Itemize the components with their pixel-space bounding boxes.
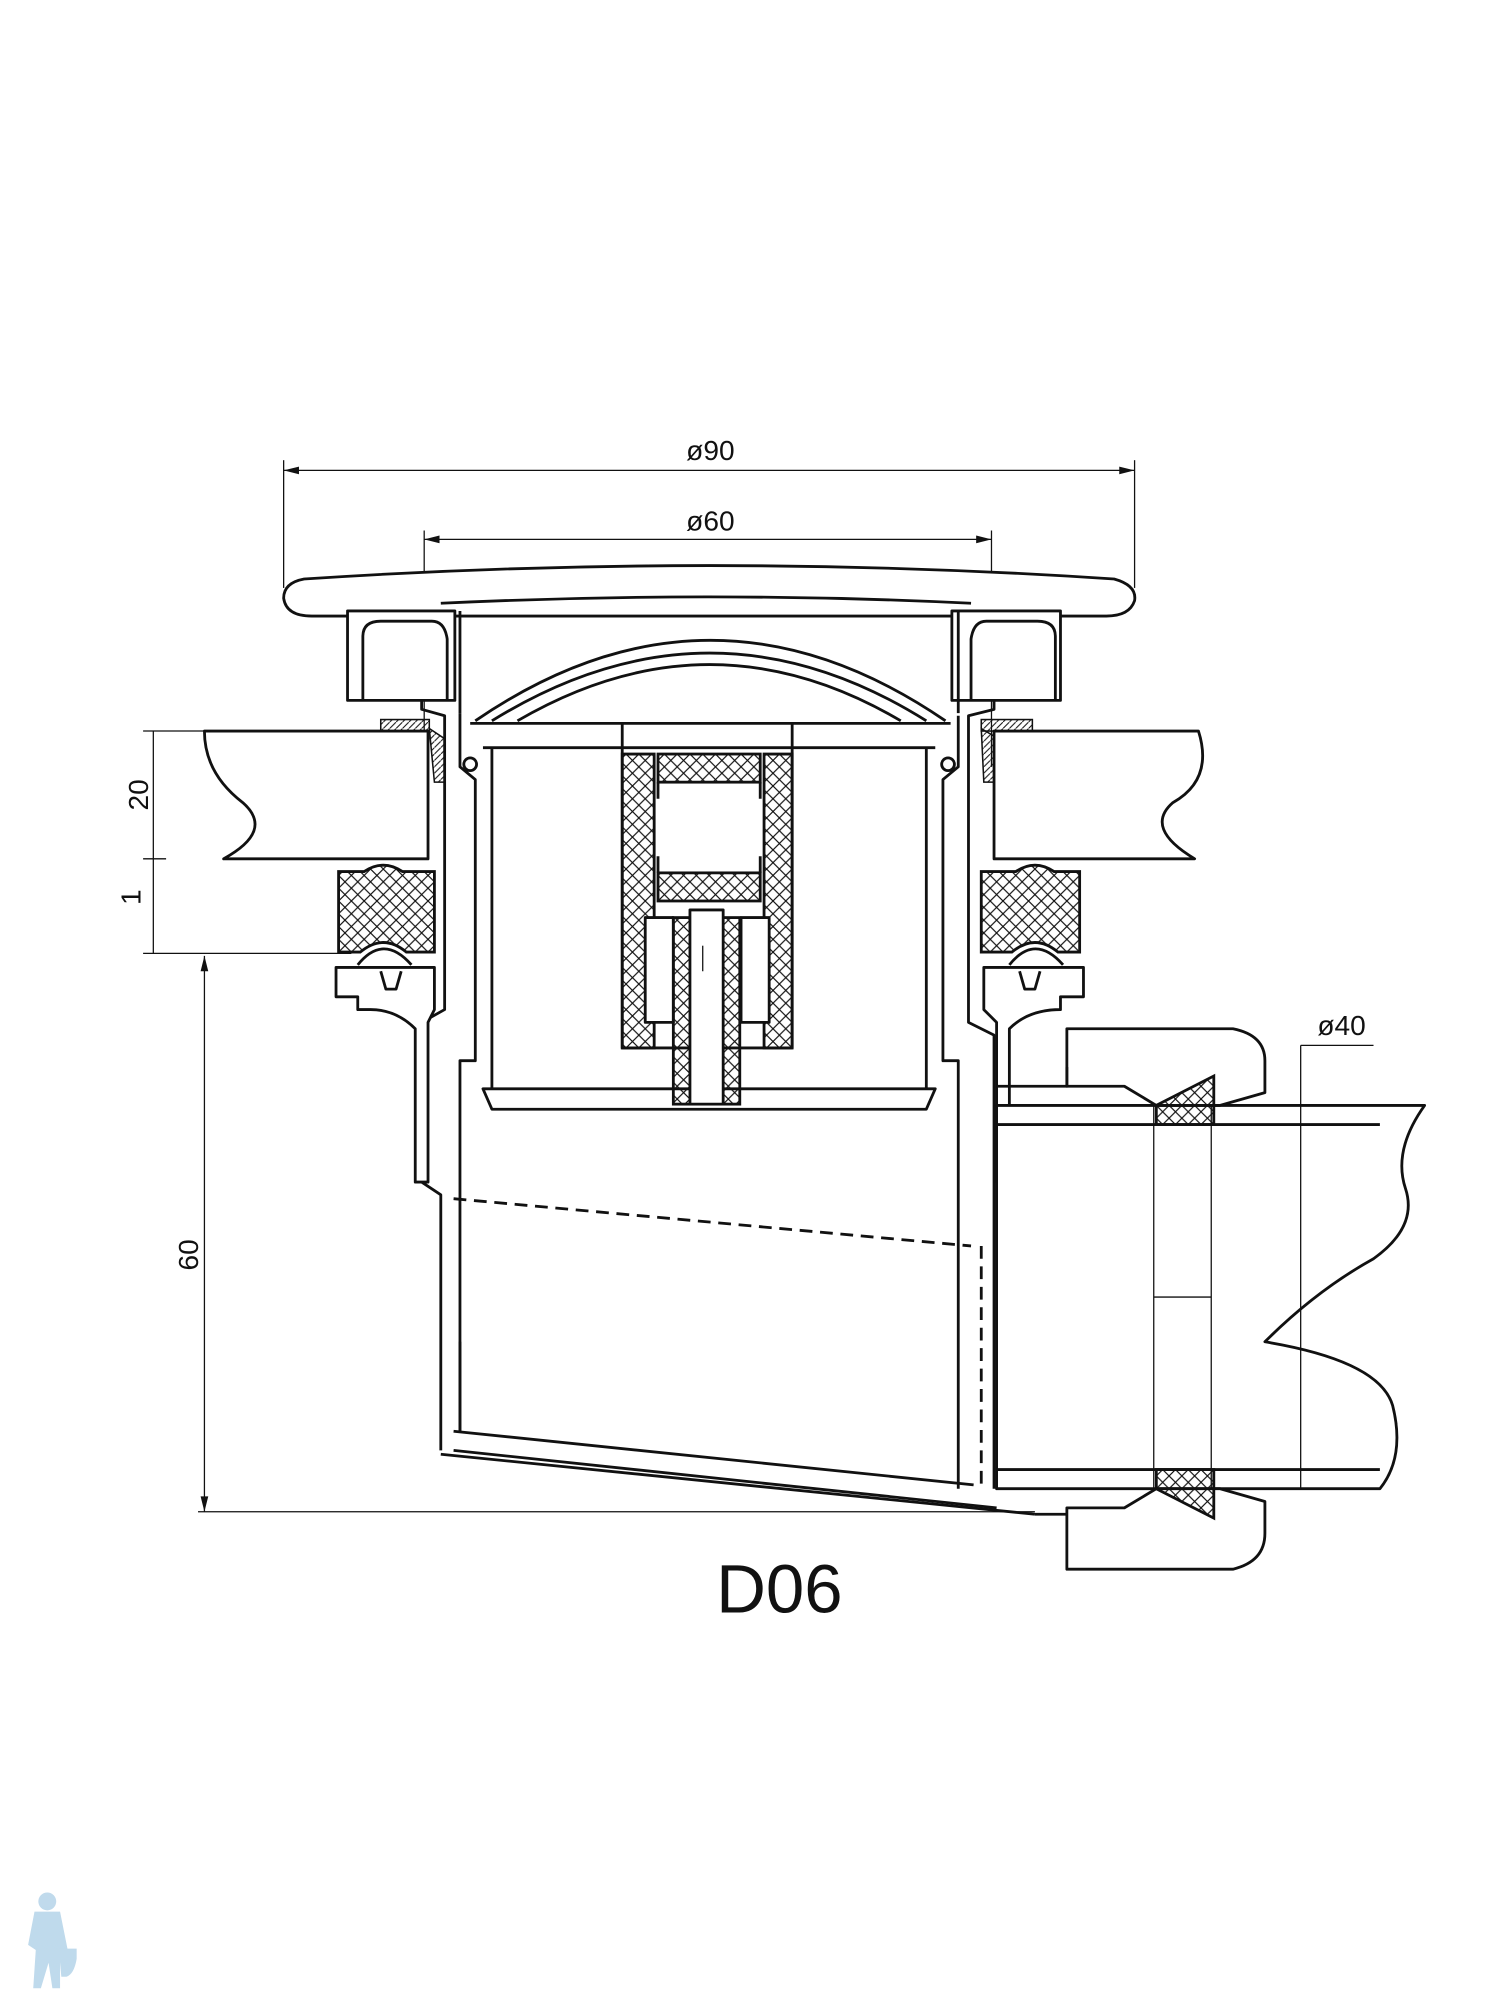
dim-label-60: ø60 — [686, 505, 734, 536]
outlet-pipe — [995, 1027, 1427, 1571]
dimension-body-height: 60 — [173, 955, 1035, 1513]
plumber-watermark-icon — [28, 1892, 77, 1989]
dim-label-90: ø90 — [686, 435, 734, 466]
dimension-diameter-40: ø40 — [1300, 1010, 1374, 1489]
countertop — [203, 718, 1205, 861]
dimension-countertop: 20 1 — [116, 730, 352, 955]
basket — [481, 746, 937, 1111]
drawing-title: D06 — [716, 1551, 843, 1628]
dim-label-60-height: 60 — [173, 1239, 204, 1270]
dimension-diameter-60: ø60 — [423, 505, 993, 767]
dim-label-40: ø40 — [1317, 1010, 1365, 1041]
drain-cap — [282, 564, 1137, 714]
drain-body — [420, 700, 1036, 1516]
dim-label-1: 1 — [116, 889, 147, 905]
dome-strainer — [470, 638, 951, 725]
dim-label-20: 20 — [123, 779, 154, 810]
dimension-diameter-90: ø90 — [283, 435, 1136, 588]
center-stem — [620, 722, 794, 1106]
